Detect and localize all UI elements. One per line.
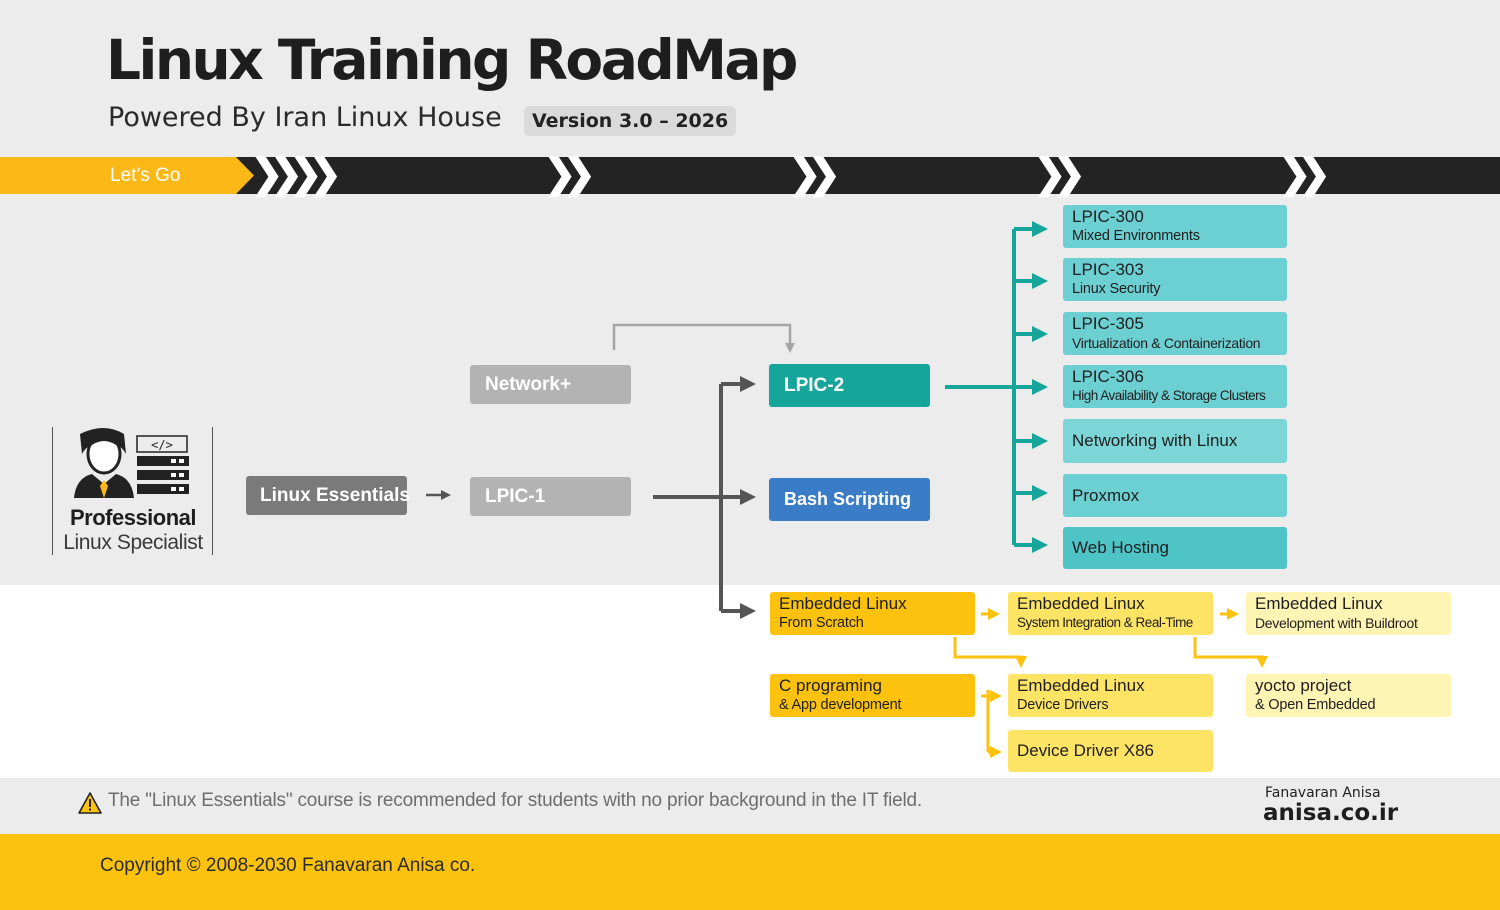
node-bash-scripting[interactable]: Bash Scripting [769,478,930,521]
node-title: LPIC-303 [1072,260,1144,279]
node-subtitle: & Open Embedded [1255,697,1376,713]
page-title: Linux Training RoadMap [106,28,798,92]
banner-start-segment [0,157,254,194]
website-link[interactable]: anisa.co.ir [1263,800,1399,826]
node-embedded-buildroot[interactable]: Embedded Linux Development with Buildroo… [1246,592,1451,635]
node-device-driver-x86[interactable]: Device Driver X86 [1008,730,1213,772]
company-name: Fanavaran Anisa [1265,785,1381,801]
node-title: yocto project [1255,676,1352,695]
node-lpic-306[interactable]: LPIC-306 High Availability & Storage Clu… [1063,365,1287,408]
node-web-hosting[interactable]: Web Hosting [1063,527,1287,569]
profile-divider-left [52,427,53,555]
node-yocto-project[interactable]: yocto project & Open Embedded [1246,674,1451,717]
node-c-programming[interactable]: C programing & App development [770,674,975,717]
node-subtitle: From Scratch [779,615,864,631]
node-title: Embedded Linux [1017,676,1145,695]
node-embedded-from-scratch[interactable]: Embedded Linux From Scratch [770,592,975,635]
node-subtitle: Development with Buildroot [1255,615,1418,631]
node-lpic-303[interactable]: LPIC-303 Linux Security [1063,258,1287,301]
node-lpic-1[interactable]: LPIC-1 [470,477,631,516]
node-network-plus[interactable]: Network+ [470,365,631,404]
svg-text:</>: </> [151,438,173,452]
node-linux-essentials[interactable]: Linux Essentials [246,476,410,515]
node-lpic-300[interactable]: LPIC-300 Mixed Environments [1063,205,1287,248]
node-title: Embedded Linux [779,594,907,613]
node-title: LPIC-305 [1072,314,1144,333]
node-title: Embedded Linux [1017,594,1145,613]
footer-bar [0,834,1500,910]
node-embedded-system-integration[interactable]: Embedded Linux System Integration & Real… [1008,592,1213,635]
footer-note: The "Linux Essentials" course is recomme… [108,790,922,811]
node-title: Embedded Linux [1255,594,1383,613]
node-networking-with-linux[interactable]: Networking with Linux [1063,419,1287,463]
node-lpic-2[interactable]: LPIC-2 [769,364,930,407]
profile-divider-right [212,427,213,555]
node-title: LPIC-300 [1072,207,1144,226]
node-proxmox[interactable]: Proxmox [1063,474,1287,517]
node-title: LPIC-306 [1072,367,1144,386]
node-lpic-305[interactable]: LPIC-305 Virtualization & Containerizati… [1063,312,1287,355]
node-subtitle: Linux Security [1072,281,1161,297]
chevron-right-icon: ❯❯❯❯ [250,152,342,196]
node-title: C programing [779,676,882,695]
banner-start-label: Let’s Go [110,165,181,186]
profile-subtitle: Linux Specialist [63,531,203,554]
warning-icon [78,792,102,814]
version-badge: Version 3.0 – 2026 [524,106,737,136]
node-subtitle: High Availability & Storage Clusters [1072,388,1266,403]
node-subtitle: & App development [779,697,902,713]
node-subtitle: Virtualization & Containerization [1072,335,1261,351]
page-subtitle: Powered By Iran Linux House [108,102,502,133]
profile-title: Professional [69,505,197,530]
node-subtitle: Mixed Environments [1072,228,1200,244]
node-embedded-device-drivers[interactable]: Embedded Linux Device Drivers [1008,674,1213,717]
copyright-text: Copyright © 2008-2030 Fanavaran Anisa co… [100,855,476,876]
node-subtitle: System Integration & Real-Time [1017,615,1193,630]
node-subtitle: Device Drivers [1017,697,1109,713]
note-bar [0,778,1500,834]
professional-with-server-icon: </> [74,428,189,498]
